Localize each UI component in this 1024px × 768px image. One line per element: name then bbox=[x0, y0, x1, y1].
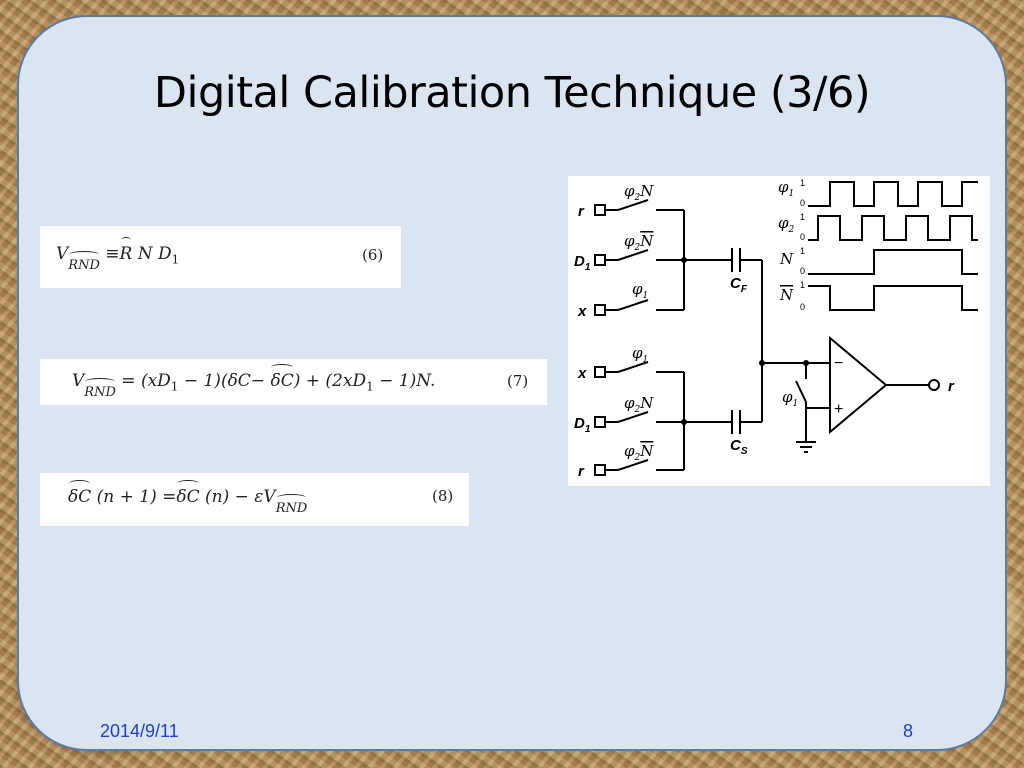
switch-label-phi2n-bottom: φ2N bbox=[624, 394, 654, 415]
switch-label-phi2nbar-bottom: φ2N bbox=[624, 442, 654, 463]
eq6-relation: ≡ bbox=[105, 244, 120, 264]
input-x-top: x bbox=[577, 303, 587, 320]
capacitor-cs-label: CS bbox=[730, 437, 748, 457]
svg-text:0: 0 bbox=[800, 302, 805, 312]
equation-6-number: (6) bbox=[362, 246, 384, 264]
slide-title: Digital Calibration Technique (3/6) bbox=[153, 68, 871, 118]
switch-label-phi2nbar-top: φ2N bbox=[624, 232, 654, 253]
svg-text:0: 0 bbox=[800, 232, 805, 242]
eq8-subscript: RND bbox=[275, 494, 308, 517]
eq7-lhs-subscript: RND bbox=[84, 378, 116, 401]
timing-n-label: N bbox=[779, 250, 794, 268]
input-r-top: r bbox=[578, 203, 585, 220]
svg-text:1: 1 bbox=[800, 246, 805, 256]
eq7-part3-sub: 1 bbox=[366, 379, 374, 394]
input-r-bottom: r bbox=[578, 463, 585, 480]
svg-text:1: 1 bbox=[800, 178, 805, 188]
eq7-relation: = bbox=[121, 371, 136, 391]
opamp-plus: + bbox=[834, 401, 843, 418]
equation-7: VRND = (xD1 − 1)(δC− δC) + (2xD1 − 1)N. … bbox=[40, 359, 547, 405]
eq7-part1-sub: 1 bbox=[170, 379, 179, 394]
svg-text:1: 1 bbox=[800, 280, 805, 290]
eq6-rhs-rest: N D bbox=[137, 244, 172, 264]
eq7-part2: − 1)(δC− bbox=[178, 371, 271, 391]
eq8-hat-term-2: δC bbox=[176, 487, 200, 507]
slide-page-number: 8 bbox=[903, 721, 914, 741]
eq8-arg2: (n) − εV bbox=[199, 487, 276, 507]
capacitor-cf-label: CF bbox=[730, 275, 748, 295]
output-r-label: r bbox=[948, 378, 955, 395]
timing-phi1-label: φ1 bbox=[778, 178, 794, 199]
svg-text:0: 0 bbox=[800, 266, 805, 276]
switch-label-phi1-bottom: φ1 bbox=[632, 344, 648, 365]
timing-phi2-label: φ2 bbox=[778, 214, 795, 235]
opamp-minus: − bbox=[834, 355, 843, 372]
input-x-bottom: x bbox=[577, 365, 587, 382]
eq7-part4: − 1)N. bbox=[373, 371, 436, 391]
eq7-part1: (xD bbox=[140, 371, 171, 391]
input-d1-bottom: D1 bbox=[574, 415, 591, 435]
reset-switch-label: φ1 bbox=[782, 388, 798, 409]
eq8-arg1: (n + 1) = bbox=[91, 487, 177, 507]
equation-8-number: (8) bbox=[432, 487, 454, 505]
switch-label-phi2n-top: φ2N bbox=[624, 182, 654, 203]
eq8-hat-term-1: δC bbox=[68, 487, 92, 507]
eq7-lhs: V bbox=[72, 371, 85, 391]
eq6-rhs-symbol: R bbox=[119, 244, 133, 264]
timing-nbar-label: N bbox=[779, 286, 794, 304]
equation-7-number: (7) bbox=[507, 372, 529, 390]
eq6-lhs-subscript: RND bbox=[68, 251, 100, 274]
eq6-lhs: V bbox=[56, 244, 69, 264]
eq7-part3: ) + (2xD bbox=[293, 371, 367, 391]
circuit-diagram: r D1 x x D1 r CF CS r φ2N φ2N φ1 φ1 φ2N … bbox=[568, 176, 990, 486]
circuit-svg: r D1 x x D1 r CF CS r φ2N φ2N φ1 φ1 φ2N … bbox=[574, 178, 978, 480]
slide-date: 2014/9/11 bbox=[100, 721, 179, 741]
svg-text:1: 1 bbox=[800, 212, 805, 222]
input-d1-top: D1 bbox=[574, 253, 591, 273]
eq6-rhs-subscript: 1 bbox=[171, 252, 180, 267]
equation-6: VRND ≡R N D1 (6) bbox=[40, 226, 401, 288]
svg-text:0: 0 bbox=[800, 198, 805, 208]
equation-8: δC (n + 1) =δC (n) − εVRND (8) bbox=[40, 473, 469, 526]
switch-label-phi1-top: φ1 bbox=[632, 280, 648, 301]
eq7-hat-term: δC bbox=[270, 371, 294, 391]
